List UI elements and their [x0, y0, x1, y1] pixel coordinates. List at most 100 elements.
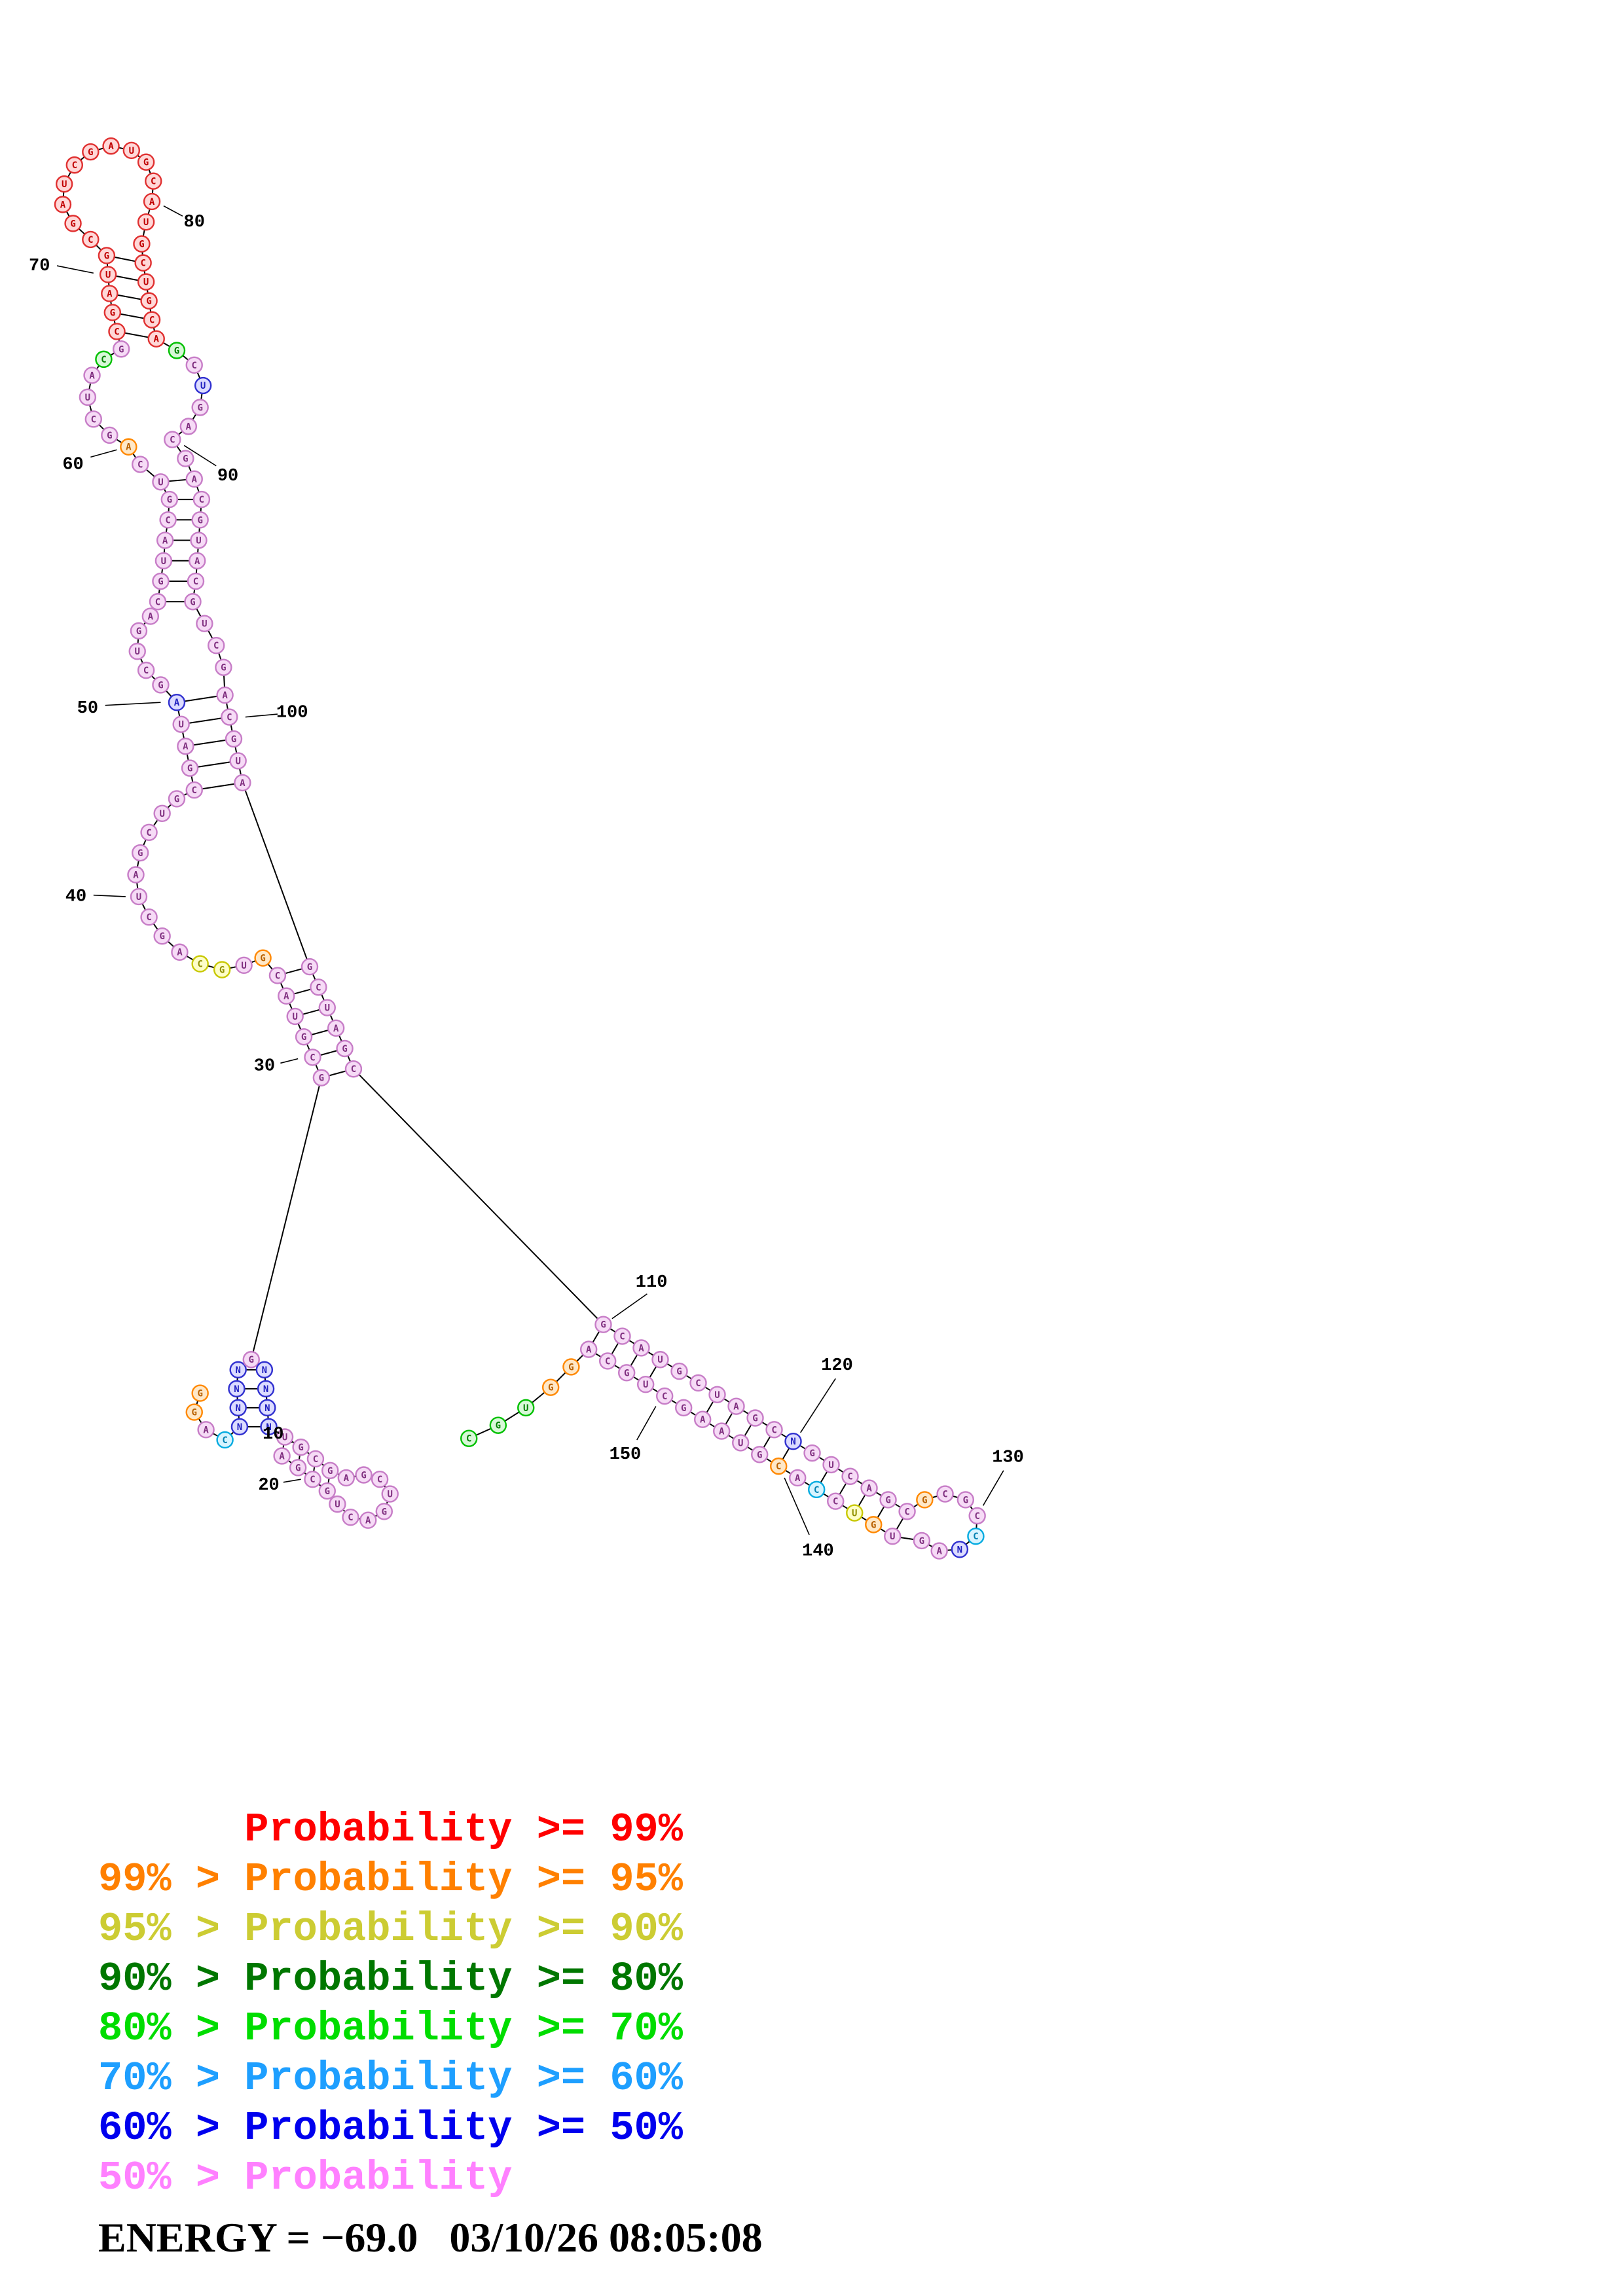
legend-line-3: 90% > Probability >= 80%: [98, 1956, 683, 2002]
nucleotide-circle: [140, 823, 158, 841]
nucleotide-letter: G: [197, 515, 202, 526]
label-tick: [93, 894, 126, 897]
nucleotide-circle: [751, 1446, 769, 1463]
nucleotide-letter: C: [149, 315, 155, 326]
legend-line-1: 99% > Probability >= 95%: [98, 1856, 683, 1903]
nucleotide-circle: [617, 1364, 636, 1382]
nucleotide-letter: G: [146, 296, 151, 307]
nucleotide-letter: A: [108, 141, 114, 152]
nucleotide-circle: [229, 752, 247, 770]
nucleotide-letter: A: [365, 1516, 371, 1526]
nucleotide-letter: G: [624, 1368, 629, 1378]
nucleotide-circle: [579, 1340, 598, 1358]
nucleotide-circle: [137, 273, 155, 291]
nucleotide-letter: C: [146, 828, 151, 838]
nucleotide-letter: U: [643, 1380, 648, 1390]
legend: Probability >= 99%99% > Probability >= 9…: [98, 1805, 683, 2203]
nucleotide-letter: U: [143, 278, 149, 288]
nucleotide-letter: A: [148, 612, 154, 622]
nucleotide-letter: G: [298, 1443, 303, 1453]
nucleotide-circle: [159, 511, 177, 529]
nucleotide-letter: G: [295, 1463, 301, 1473]
nucleotide-circle: [594, 1316, 612, 1333]
nucleotide-circle: [95, 350, 113, 368]
nucleotide-letter: G: [104, 251, 109, 261]
nucleotide-letter: C: [619, 1332, 625, 1342]
nucleotide-circle: [318, 999, 336, 1016]
nucleotide-letter: G: [219, 965, 225, 976]
nucleotide-circle: [194, 376, 212, 395]
nucleotide-letter: G: [757, 1450, 762, 1460]
label-tick: [283, 1479, 301, 1483]
nucleotide-letter: C: [847, 1472, 852, 1482]
nucleotide-circle: [147, 330, 165, 348]
nucleotide-circle: [84, 410, 102, 428]
position-label: 130: [992, 1448, 1024, 1468]
position-label: 10: [263, 1425, 283, 1444]
nucleotide-letter: A: [89, 370, 95, 381]
nucleotide-letter: C: [275, 971, 280, 981]
legend-line-6: 60% > Probability >= 50%: [98, 2105, 683, 2151]
nucleotide-letter: G: [809, 1448, 814, 1459]
nucleotide-letter: G: [919, 1536, 924, 1547]
label-tick: [105, 702, 161, 706]
nucleotide-circle: [152, 473, 170, 491]
nucleotide-circle: [177, 450, 194, 467]
nucleotide-letter: G: [158, 680, 163, 691]
nucleotide-letter: U: [335, 1499, 340, 1510]
nucleotide-letter: A: [186, 422, 192, 433]
label-tick: [280, 1058, 299, 1064]
nucleotide-circle: [254, 949, 272, 967]
nucleotide-letter: C: [310, 1475, 315, 1485]
nucleotide-letter: G: [922, 1495, 927, 1505]
nucleotide-circle: [228, 1380, 246, 1398]
nucleotide-circle: [344, 1060, 363, 1078]
nucleotide-letter: C: [974, 1511, 979, 1522]
nucleotide-circle: [177, 737, 194, 755]
nucleotide-letter: G: [192, 1408, 197, 1418]
nucleotide-letter: U: [129, 146, 134, 156]
nucleotide-circle: [632, 1339, 650, 1357]
nucleotide-letter: C: [351, 1064, 356, 1075]
nucleotide-circle: [359, 1511, 377, 1529]
nucleotide-letter: C: [137, 460, 143, 471]
nucleotide-circle: [152, 676, 170, 694]
nucleotide-letter: N: [264, 1403, 270, 1414]
nucleotide-circle: [216, 686, 234, 704]
nucleotide-circle: [342, 1509, 359, 1526]
nucleotide-letter: G: [871, 1520, 876, 1530]
nucleotide-letter: U: [159, 809, 164, 819]
nucleotide-circle: [181, 759, 199, 777]
nucleotide-circle: [185, 356, 203, 374]
nucleotide-letter: A: [866, 1484, 872, 1494]
nucleotide-circle: [268, 967, 287, 984]
nucleotide-letter: U: [200, 381, 206, 391]
nucleotide-circle: [930, 1542, 948, 1560]
nucleotide-letter: G: [681, 1403, 686, 1414]
nucleotide-circle: [55, 175, 73, 193]
nucleotide-circle: [130, 888, 148, 906]
position-label: 140: [802, 1541, 834, 1561]
nucleotide-circle: [336, 1039, 354, 1058]
nucleotide-circle: [153, 927, 171, 945]
nucleotide-circle: [598, 1352, 617, 1370]
nucleotide-letter: C: [310, 1052, 315, 1063]
nucleotide-circle: [289, 1459, 307, 1477]
backbone-segment: [242, 782, 310, 967]
nucleotide-circle: [152, 572, 170, 590]
nucleotide-circle: [803, 1444, 821, 1462]
nucleotide-letter: U: [241, 961, 246, 971]
nucleotide-circle: [131, 844, 149, 862]
nucleotide-letter: A: [333, 1024, 339, 1034]
nucleotide-letter: U: [85, 393, 90, 403]
nucleotide-letter: G: [167, 495, 172, 505]
nucleotide-circle: [172, 715, 190, 733]
nucleotide-letter: U: [890, 1532, 895, 1542]
nucleotide-letter: U: [325, 1003, 330, 1014]
nucleotide-circle: [208, 636, 225, 655]
position-label: 120: [821, 1356, 853, 1376]
nucleotide-circle: [83, 367, 101, 384]
nucleotide-circle: [155, 552, 173, 569]
nucleotide-letter: G: [187, 764, 192, 774]
nucleotide-letter: G: [88, 147, 93, 158]
